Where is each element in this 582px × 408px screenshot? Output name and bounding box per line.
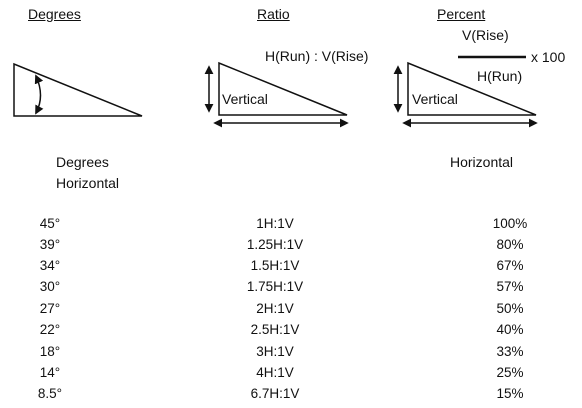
percent-cell: 100% xyxy=(492,216,528,231)
table-row: 45° 1H:1V 100% xyxy=(0,216,582,236)
degrees-label: Degrees xyxy=(56,154,109,170)
percent-cell: 67% xyxy=(496,258,524,273)
percent-cell: 33% xyxy=(496,344,524,359)
ratio-cell: 4H:1V xyxy=(256,365,294,380)
table-row: 27° 2H:1V 50% xyxy=(0,301,582,321)
percent-cell: 15% xyxy=(496,386,524,401)
ratio-cell: 1.5H:1V xyxy=(250,258,300,273)
table-row: 30° 1.75H:1V 57% xyxy=(0,279,582,299)
degrees-cell: 8.5° xyxy=(37,386,63,401)
ratio-cell: 1.75H:1V xyxy=(246,279,304,294)
percent-cell: 40% xyxy=(496,322,524,337)
degrees-cell: 39° xyxy=(39,237,61,252)
table-row: 18° 3H:1V 33% xyxy=(0,344,582,364)
table-row: 39° 1.25H:1V 80% xyxy=(0,237,582,257)
ratio-cell: 2.5H:1V xyxy=(250,322,300,337)
percent-numerator: V(Rise) xyxy=(462,27,509,43)
percent-cell: 57% xyxy=(496,279,524,294)
degrees-cell: 30° xyxy=(39,279,61,294)
percent-horizontal-label: Horizontal xyxy=(450,154,514,170)
degrees-cell: 34° xyxy=(39,258,61,273)
angle-arc-icon xyxy=(34,74,44,115)
ratio-cell: 2H:1V xyxy=(256,301,294,316)
degrees-horizontal-label: Horizontal xyxy=(56,175,120,191)
percent-multiplier: x 100 xyxy=(531,49,566,65)
degrees-triangle xyxy=(13,62,143,117)
ratio-triangle xyxy=(204,61,349,128)
ratio-cell: 1.25H:1V xyxy=(246,237,304,252)
ratio-cell: 3H:1V xyxy=(256,344,294,359)
percent-vertical-label: Vertical xyxy=(412,91,458,107)
ratio-cell: 1H:1V xyxy=(256,216,294,231)
ratio-vertical-label: Vertical xyxy=(222,91,268,107)
degrees-cell: 45° xyxy=(39,216,61,231)
degrees-cell: 27° xyxy=(39,301,61,316)
degrees-cell: 22° xyxy=(39,322,61,337)
table-row: 14° 4H:1V 25% xyxy=(0,365,582,385)
percent-cell: 50% xyxy=(496,301,524,316)
degrees-cell: 14° xyxy=(39,365,61,380)
ratio-header: Ratio xyxy=(257,6,290,22)
ratio-cell: 6.7H:1V xyxy=(250,386,300,401)
table-row: 8.5° 6.7H:1V 15% xyxy=(0,386,582,406)
table-row: 22° 2.5H:1V 40% xyxy=(0,322,582,342)
degrees-cell: 18° xyxy=(39,344,61,359)
percent-triangle xyxy=(393,61,538,128)
table-row: 34° 1.5H:1V 67% xyxy=(0,258,582,278)
percent-cell: 80% xyxy=(496,237,524,252)
ratio-formula: H(Run) : V(Rise) xyxy=(265,48,369,64)
degrees-header: Degrees xyxy=(28,6,81,22)
percent-header: Percent xyxy=(437,6,486,22)
percent-cell: 25% xyxy=(496,365,524,380)
percent-denominator: H(Run) xyxy=(477,68,523,84)
